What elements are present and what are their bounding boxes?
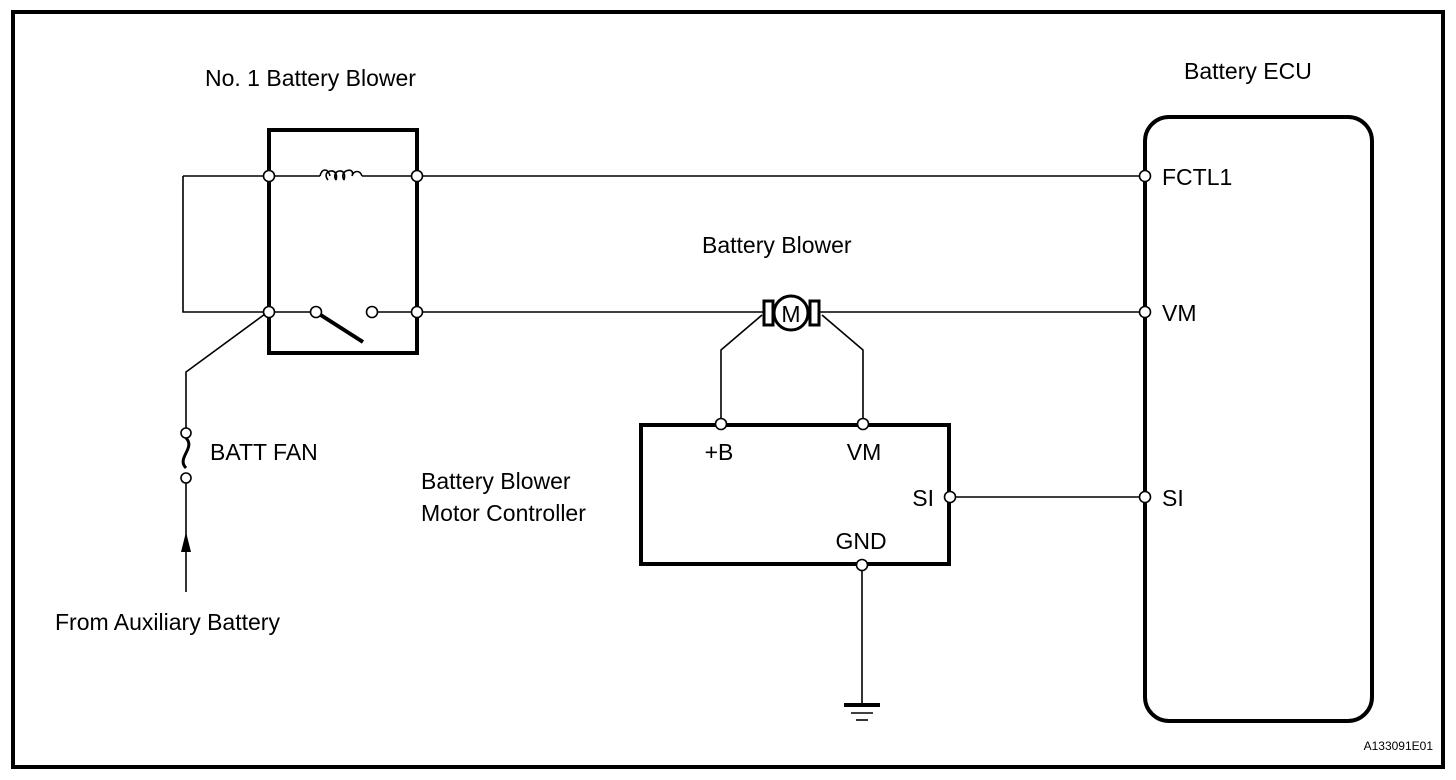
pin-icon — [1138, 169, 1152, 183]
ecu-pin-vm: VM — [1162, 300, 1197, 326]
controller-title-1: Battery Blower — [421, 468, 571, 494]
ground-icon — [844, 703, 880, 721]
motor-controller: Battery Blower Motor Controller +B VM SI… — [421, 417, 1145, 721]
wire-vm-ctrl — [821, 314, 864, 424]
ecu-pin-si: SI — [1162, 485, 1184, 511]
pin-icon — [943, 490, 957, 504]
pin-icon — [714, 417, 728, 431]
battery-blower: Battery Blower M — [702, 232, 1145, 424]
pin-icon — [410, 305, 424, 319]
controller-box — [639, 423, 951, 566]
pin-icon — [262, 169, 276, 183]
coil-icon — [319, 169, 363, 181]
fuse-icon — [181, 436, 191, 470]
ecu-title: Battery ECU — [1184, 58, 1312, 84]
pin-icon — [1138, 305, 1152, 319]
fuse-batt-fan: BATT FAN From Auxiliary Battery — [55, 313, 318, 635]
wire — [185, 313, 266, 428]
controller-pin-gnd: GND — [835, 528, 886, 554]
motor-brush-right — [808, 299, 821, 327]
figure-id: A133091E01 — [1364, 739, 1434, 753]
pin-icon — [365, 305, 379, 319]
ecu-box — [1143, 115, 1374, 723]
source-label: From Auxiliary Battery — [55, 609, 280, 635]
pin-icon — [309, 305, 323, 319]
relay-box — [267, 128, 419, 355]
controller-pin-si: SI — [912, 485, 934, 511]
pin-icon — [262, 305, 276, 319]
pin-icon — [856, 417, 870, 431]
wire — [182, 176, 269, 313]
diagram-frame — [11, 10, 1445, 769]
pin-icon — [180, 427, 192, 439]
blower-title: Battery Blower — [702, 232, 852, 258]
motor-symbol: M — [781, 301, 800, 327]
ecu-pin-fctl1: FCTL1 — [1162, 164, 1232, 190]
controller-pin-vm: VM — [847, 439, 882, 465]
controller-title-2: Motor Controller — [421, 500, 586, 526]
relay-no1-battery-blower: No. 1 Battery Blower — [182, 65, 1145, 355]
pin-icon — [855, 558, 869, 572]
controller-pin-plus-b: +B — [705, 439, 734, 465]
motor-icon — [772, 294, 810, 332]
switch-contact-icon — [314, 310, 365, 344]
battery-ecu: Battery ECU FCTL1 VM SI — [1138, 58, 1374, 723]
pin-icon — [410, 169, 424, 183]
fuse-label: BATT FAN — [210, 439, 318, 465]
wire-plus-b — [720, 314, 763, 424]
motor-brush-left — [762, 299, 775, 327]
pin-icon — [180, 472, 192, 484]
relay-title: No. 1 Battery Blower — [205, 65, 416, 91]
pin-icon — [1138, 490, 1152, 504]
arrow-up-icon — [181, 532, 191, 552]
